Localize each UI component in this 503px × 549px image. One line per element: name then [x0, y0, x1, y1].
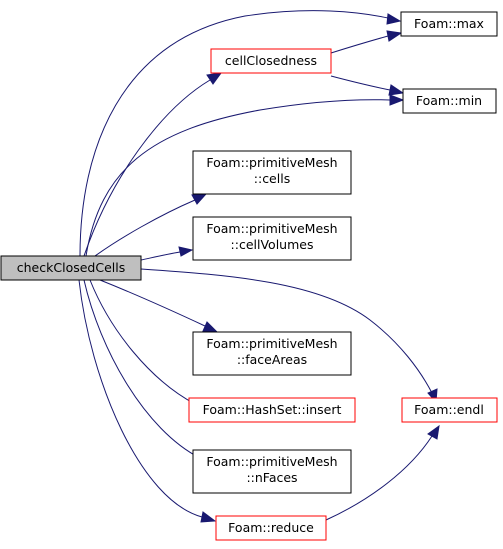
node-label: Foam::HashSet::insert — [203, 402, 342, 417]
edge-reduce-to-endl — [325, 424, 440, 521]
node-label: cellClosedness — [225, 53, 317, 68]
node-check-closed-cells[interactable]: checkClosedCells — [0, 255, 142, 281]
node-foam-min[interactable]: Foam::min — [402, 88, 497, 114]
node-primitivemesh-faceareas[interactable]: Foam::primitiveMesh ::faceAreas — [192, 331, 352, 376]
edge-root-to-cellvolumes — [140, 246, 194, 261]
edge-root-to-max — [79, 10, 402, 257]
edge-root-to-reduce — [78, 279, 217, 523]
node-foam-endl[interactable]: Foam::endl — [401, 397, 498, 423]
node-primitivemesh-nfaces[interactable]: Foam::primitiveMesh ::nFaces — [192, 449, 352, 494]
edge-root-to-min — [85, 94, 405, 257]
node-foam-max[interactable]: Foam::max — [400, 11, 498, 37]
edge-cellclosedness-to-min — [330, 75, 405, 96]
node-label-line-2: ::cellVolumes — [231, 237, 314, 252]
node-label-line-2: ::cells — [254, 171, 290, 186]
node-label: Foam::reduce — [228, 520, 314, 535]
node-label-line-1: Foam::primitiveMesh — [206, 454, 337, 469]
edge-root-to-faceareas — [99, 279, 219, 333]
node-label-line-2: ::nFaces — [246, 470, 297, 485]
node-label-line-1: Foam::primitiveMesh — [206, 336, 337, 351]
edge-root-to-cellclosedness — [83, 72, 223, 257]
node-primitivemesh-cellvolumes[interactable]: Foam::primitiveMesh ::cellVolumes — [192, 216, 352, 261]
edge-root-to-insert — [89, 279, 209, 411]
edge-cellclosedness-to-max — [330, 30, 403, 54]
node-label-line-1: Foam::primitiveMesh — [206, 221, 337, 236]
edge-root-to-cells — [94, 193, 208, 257]
node-label: Foam::endl — [414, 402, 484, 417]
node-label: Foam::max — [414, 16, 484, 31]
node-label: checkClosedCells — [17, 260, 125, 275]
node-cell-closedness[interactable]: cellClosedness — [210, 48, 332, 74]
node-label-line-2: ::faceAreas — [237, 352, 307, 367]
node-label: Foam::min — [416, 93, 482, 108]
node-hashset-insert[interactable]: Foam::HashSet::insert — [188, 397, 356, 423]
node-label-line-1: Foam::primitiveMesh — [206, 155, 337, 170]
node-primitivemesh-cells[interactable]: Foam::primitiveMesh ::cells — [192, 150, 352, 195]
node-foam-reduce[interactable]: Foam::reduce — [215, 515, 327, 541]
